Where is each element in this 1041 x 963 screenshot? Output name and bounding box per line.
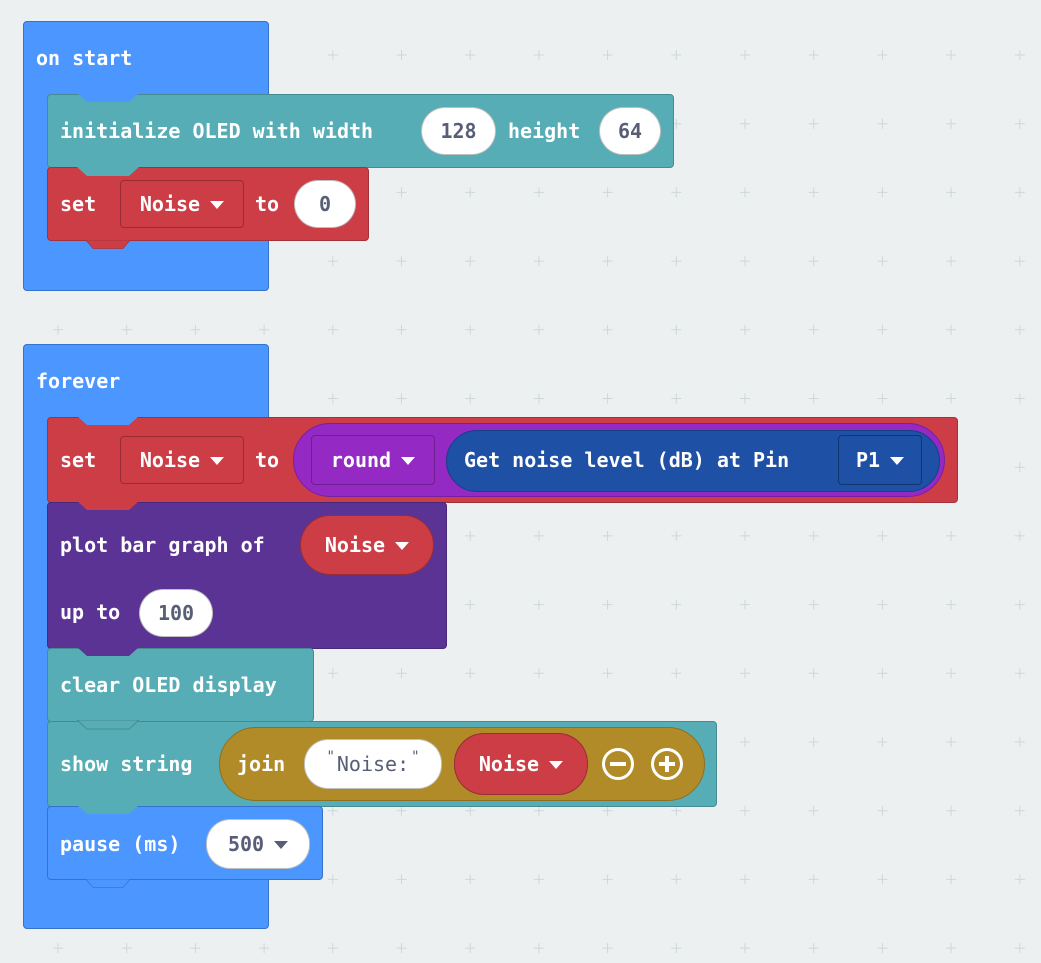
dropdown-caret-icon [890,457,905,465]
to-label: to [255,448,280,472]
string-literal-input[interactable]: " Noise: " [304,739,442,789]
block-notch [85,879,131,888]
oled-width-input[interactable]: 128 [421,107,496,155]
height-label: height [508,119,581,143]
forever-label: forever [36,369,121,393]
set-label: set [60,192,97,216]
string-literal-text: Noise: [336,752,410,776]
bar-max-input[interactable]: 100 [139,589,213,637]
noise-variable-dropdown[interactable]: Noise [120,436,244,484]
minus-circle-icon[interactable] [602,748,634,780]
up-to-label: up to [60,600,121,624]
block-notch [77,647,139,656]
quote-icon: " [326,749,335,765]
block-notch [85,240,131,249]
quote-icon: " [411,749,420,765]
on-start-label: on start [36,46,133,70]
block-notch [77,93,139,102]
block-notch [77,805,139,814]
block-notch [77,416,139,425]
initialize-oled-label: initialize OLED with width [60,119,374,143]
block-notch [77,720,139,730]
pause-duration-dropdown[interactable]: 500 [206,819,310,869]
pin-dropdown[interactable]: P1 [838,435,922,485]
dropdown-caret-icon [210,457,225,465]
pause-duration-value: 500 [227,832,265,856]
pin-label: P1 [855,448,881,472]
dropdown-caret-icon [274,841,289,849]
dropdown-caret-icon [395,542,410,550]
block-notch [77,501,139,510]
round-operation-dropdown[interactable]: round [311,435,435,485]
block-notch [77,167,139,176]
set-label: set [60,448,97,472]
variable-name: Noise [139,192,201,216]
variable-name: Noise [478,752,540,776]
oled-height-input[interactable]: 64 [599,107,661,155]
plot-variable-dropdown[interactable]: Noise [300,515,434,575]
join-variable-dropdown[interactable]: Noise [454,733,588,795]
variable-name: Noise [139,448,201,472]
to-label: to [255,192,280,216]
plus-circle-icon[interactable] [651,748,683,780]
plot-bar-graph-label: plot bar graph of [60,533,265,557]
dropdown-caret-icon [401,457,416,465]
clear-oled-block[interactable] [47,648,314,722]
join-label: join [237,752,286,776]
variable-name: Noise [324,533,386,557]
dropdown-caret-icon [549,761,564,769]
noise-level-sensor-label: Get noise level (dB) at Pin [464,448,790,472]
pause-label: pause (ms) [60,832,181,856]
noise-variable-dropdown[interactable]: Noise [120,180,244,228]
clear-oled-label: clear OLED display [60,673,277,697]
noise-initial-value-input[interactable]: 0 [294,180,356,228]
round-operation-label: round [330,448,392,472]
dropdown-caret-icon [210,201,225,209]
show-string-label: show string [60,752,193,776]
